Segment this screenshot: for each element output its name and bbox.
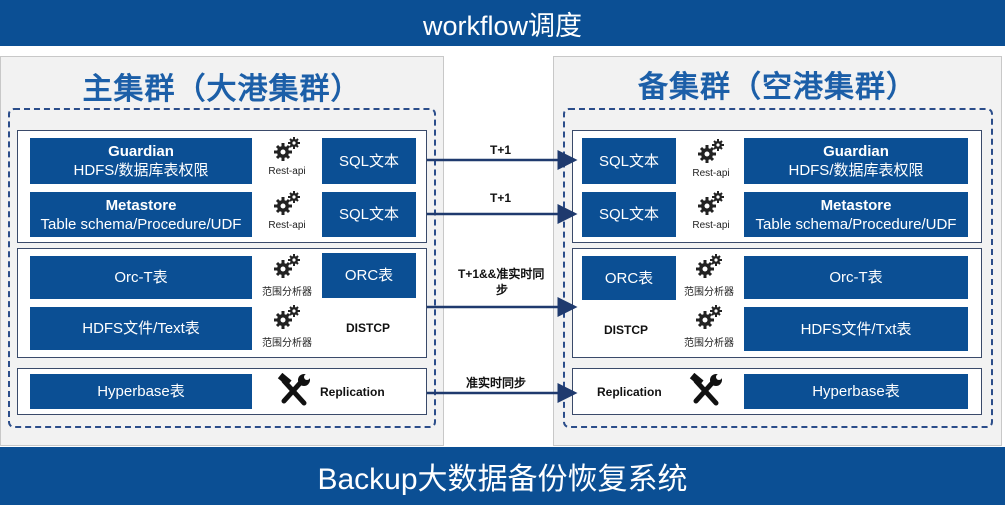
primary-guardian-box: Guardian HDFS/数据库表权限 <box>30 138 252 184</box>
primary-metastore-tool: Rest-api <box>258 189 316 237</box>
backup-guardian-sql-label: SQL文本 <box>598 152 659 170</box>
tools-icon <box>689 372 722 406</box>
backup-replication-tool <box>688 372 724 409</box>
backup-hdfs-box: HDFS文件/Txt表 <box>744 307 968 351</box>
arrow-label-metastore: T+1 <box>490 191 512 205</box>
primary-metastore-subtitle: Table schema/Procedure/UDF <box>40 215 242 233</box>
backup-metastore-title: Metastore <box>820 196 892 214</box>
gears-icon <box>698 191 724 215</box>
primary-hyperbase-box: Hyperbase表 <box>30 374 252 409</box>
backup-guardian-tool-caption: Rest-api <box>692 168 730 179</box>
primary-orc-label: ORC表 <box>344 267 394 284</box>
primary-hdfs-box: HDFS文件/Text表 <box>30 307 252 350</box>
primary-guardian-title: Guardian <box>108 143 174 160</box>
backup-metastore-tool: Rest-api <box>682 189 740 237</box>
gears-icon <box>274 137 300 161</box>
primary-orc-box: ORC表 <box>322 253 416 298</box>
primary-orc-t-label: Orc-T表 <box>114 269 168 286</box>
primary-hyperbase-label: Hyperbase表 <box>97 383 185 400</box>
arrow-label-orc-line2: 步 <box>496 283 509 297</box>
header-title: workflow调度 <box>422 10 583 41</box>
primary-guardian-tool-caption: Rest-api <box>268 166 306 177</box>
backup-metastore-tool-caption: Rest-api <box>692 220 730 231</box>
gears-icon <box>274 305 300 329</box>
backup-guardian-sql-box: SQL文本 <box>582 138 676 184</box>
primary-orc-tool: 范围分析器 <box>256 252 318 300</box>
backup-replication-label: Replication <box>597 385 662 399</box>
backup-metastore-box: Metastore Table schema/Procedure/UDF <box>744 192 968 237</box>
primary-guardian-sql-label: SQL文本 <box>338 152 399 170</box>
primary-metastore-sql-box: SQL文本 <box>322 192 416 237</box>
gears-icon <box>274 254 300 278</box>
primary-dashed-region <box>8 108 436 428</box>
primary-metastore-title: Metastore <box>105 196 177 214</box>
primary-metastore-sql-label: SQL文本 <box>338 206 399 223</box>
backup-orc-t-label: Orc-T表 <box>829 269 883 286</box>
primary-replication-label: Replication <box>320 385 385 399</box>
primary-orc-t-box: Orc-T表 <box>30 256 252 299</box>
primary-guardian-tool: Rest-api <box>258 135 316 183</box>
backup-cluster-title: 备集群（空港集群） <box>638 71 917 104</box>
primary-hdfs-tool-caption: 范围分析器 <box>262 338 312 349</box>
footer-title: Backup大数据备份恢复系统 <box>317 463 688 496</box>
primary-hdfs-tool: 范围分析器 <box>256 303 318 351</box>
backup-guardian-title: Guardian <box>823 143 889 160</box>
gears-icon <box>274 191 300 215</box>
backup-orc-box: ORC表 <box>582 256 676 300</box>
primary-distcp-label: DISTCP <box>346 321 391 335</box>
primary-metastore-box: Metastore Table schema/Procedure/UDF <box>30 192 252 237</box>
backup-orc-t-box: Orc-T表 <box>744 256 968 299</box>
backup-orc-tool: 范围分析器 <box>678 252 740 300</box>
primary-replication-tool <box>276 372 312 409</box>
backup-hdfs-tool-caption: 范围分析器 <box>684 338 734 349</box>
backup-metastore-sql-box: SQL文本 <box>582 192 676 237</box>
primary-cluster-title: 主集群（大港集群） <box>82 73 362 106</box>
backup-orc-tool-caption: 范围分析器 <box>684 287 734 298</box>
backup-guardian-box: Guardian HDFS/数据库表权限 <box>744 138 968 184</box>
arrow-label-hyperbase: 准实时同步 <box>466 376 527 390</box>
primary-metastore-tool-caption: Rest-api <box>268 220 306 231</box>
backup-hyperbase-label: Hyperbase表 <box>812 383 900 400</box>
footer-banner: Backup大数据备份恢复系统 <box>0 447 1005 505</box>
tools-icon <box>277 372 310 406</box>
gears-icon <box>696 254 722 278</box>
primary-orc-tool-caption: 范围分析器 <box>262 287 312 298</box>
backup-guardian-subtitle: HDFS/数据库表权限 <box>788 162 924 179</box>
backup-hdfs-tool: 范围分析器 <box>678 303 740 351</box>
gears-icon <box>696 305 722 329</box>
backup-metastore-subtitle: Table schema/Procedure/UDF <box>755 215 957 233</box>
backup-hyperbase-box: Hyperbase表 <box>744 374 968 409</box>
header-banner: workflow调度 <box>0 0 1005 46</box>
backup-hdfs-label: HDFS文件/Txt表 <box>800 320 912 338</box>
primary-guardian-subtitle: HDFS/数据库表权限 <box>73 162 209 179</box>
arrow-label-guardian: T+1 <box>490 143 512 157</box>
backup-dashed-region <box>563 108 993 428</box>
backup-orc-label: ORC表 <box>604 269 654 287</box>
gears-icon <box>698 139 724 163</box>
backup-distcp-label: DISTCP <box>604 323 649 337</box>
backup-metastore-sql-label: SQL文本 <box>598 206 659 223</box>
arrow-label-orc-line1: T+1&&准实时同 <box>458 267 545 281</box>
primary-hdfs-label: HDFS文件/Text表 <box>82 320 200 337</box>
primary-guardian-sql-box: SQL文本 <box>322 138 416 184</box>
backup-guardian-tool: Rest-api <box>682 137 740 185</box>
